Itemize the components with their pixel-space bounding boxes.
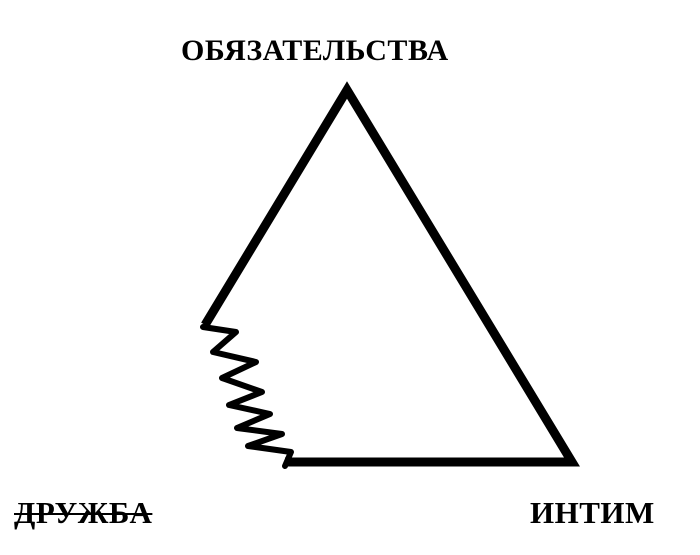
commitment-label: ОБЯЗАТЕЛЬСТВА xyxy=(181,34,449,67)
zigzag-edge xyxy=(200,324,294,469)
intimacy-label: ИНТИМ xyxy=(530,495,655,530)
friendship-label: ДРУЖБА xyxy=(14,495,153,530)
triangle-outline xyxy=(201,81,580,467)
